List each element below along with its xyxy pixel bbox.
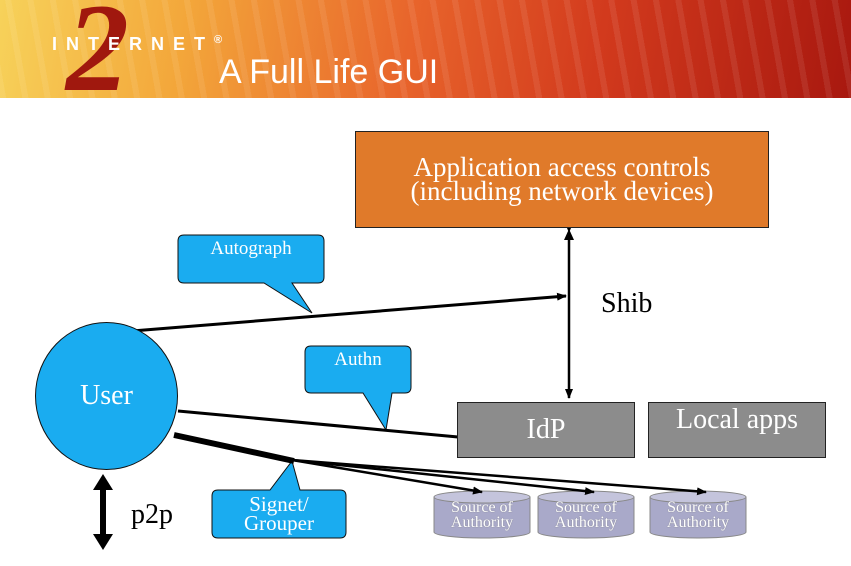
header-texture [0,0,851,98]
authn-label: Authn [334,349,382,370]
internet2-logo-text: INTERNET® [52,34,222,55]
signet-grouper-label: Signet/ Grouper [212,492,346,535]
source-1-label: Source of Authority [434,499,530,531]
autograph-callout [177,234,325,314]
signet-label-line-1: Signet/ [249,492,309,516]
authn-callout [304,345,412,432]
shib-label: Shib [601,288,653,319]
source-2-line-1: Source of [555,499,617,516]
p2p-label: p2p [131,499,173,530]
idp-box: IdP [457,402,635,458]
p2p-arrowhead-bottom [93,534,113,550]
app-box-line-1: Application access controls [413,151,711,182]
source-of-authority-1 [433,490,531,539]
local-apps-box: Local apps [648,402,826,458]
slide-title: A Full Life GUI [219,53,439,91]
registered-mark: ® [214,34,223,46]
signet-to-source-1-arrow [291,458,483,495]
internet2-logo-mark: 2 [66,0,129,118]
source-of-authority-2 [537,490,635,539]
shib-arrowhead-top [564,229,574,240]
user-to-idp-line [177,409,459,439]
signet-to-source-3-arrow [291,458,707,496]
source-of-authority-3 [649,490,747,539]
autograph-label: Autograph [210,238,292,259]
user-node: User [35,322,178,470]
user-to-shib-arrow [131,292,567,333]
p2p-arrowhead-top [93,474,113,490]
source-1-line-1: Source of [451,499,513,516]
source-1-line-2: Authority [450,513,514,531]
source-3-line-2: Authority [666,513,730,531]
user-to-signet-thick-line [173,432,295,464]
source-2-label: Source of Authority [538,499,634,531]
app-box-line-2: (including network devices) [410,175,714,206]
signet-label-line-2: Grouper [244,510,314,535]
source-3-line-1: Source of [667,499,729,516]
application-access-controls-box: Application access controls (including n… [355,131,769,228]
source-2-line-2: Authority [554,513,618,531]
source-3-label: Source of Authority [650,499,746,531]
signet-to-source-2-arrow [291,458,595,496]
logo-word: INTERNET [52,34,214,54]
signet-callout [211,459,347,539]
slide-header: 2 INTERNET® A Full Life GUI [0,0,851,112]
